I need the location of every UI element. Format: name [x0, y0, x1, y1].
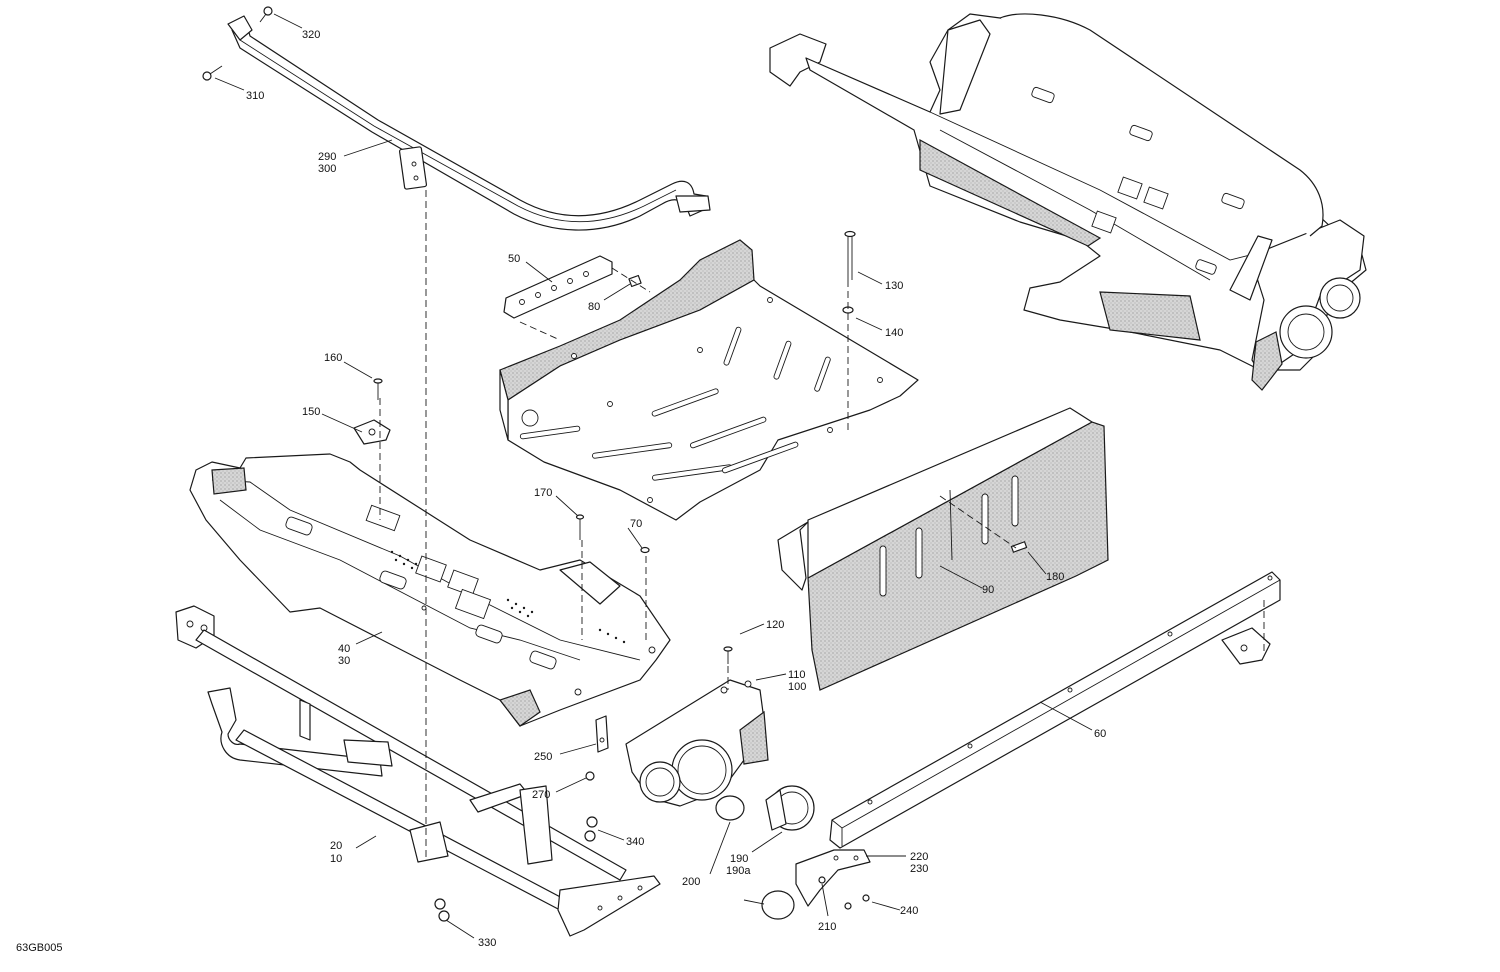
grab-bar-rail [227, 15, 711, 231]
lens-200 [715, 795, 745, 821]
screw-130 [844, 230, 856, 280]
screw-270 [585, 771, 595, 781]
callout-190: 190 [730, 853, 748, 865]
callout-160: 160 [324, 352, 342, 364]
screw-70 [640, 546, 650, 554]
fastener-80 [628, 274, 642, 288]
callout-110: 110 [788, 669, 806, 681]
callout-10: 10 [330, 853, 342, 865]
divider-panel [777, 407, 1109, 691]
lens-200-lower [761, 890, 795, 920]
bolt-330 [434, 898, 450, 922]
screw-120 [723, 646, 733, 664]
bracket-250 [595, 715, 609, 753]
bracket-150 [353, 419, 391, 445]
assembled-view [769, 13, 1367, 391]
callout-190a: 190a [726, 865, 751, 877]
callout-250: 250 [534, 751, 552, 763]
seat-base [189, 453, 671, 727]
callout-120: 120 [766, 619, 784, 631]
callout-220: 220 [910, 851, 928, 863]
callout-30: 30 [338, 655, 350, 667]
screw-170 [575, 514, 585, 540]
lower-frame [175, 605, 661, 937]
lamp-190 [765, 785, 815, 831]
screw-160 [373, 378, 383, 400]
callout-70: 70 [630, 518, 642, 530]
callout-240: 240 [900, 905, 918, 917]
callout-130: 130 [885, 280, 903, 292]
screw-240 [844, 894, 870, 910]
diagram-code: 63GB005 [16, 942, 62, 954]
assembly-lines [379, 190, 1265, 860]
callout-90: 90 [982, 584, 994, 596]
callout-230: 230 [910, 863, 928, 875]
callout-340: 340 [626, 836, 644, 848]
callout-140: 140 [885, 327, 903, 339]
callout-200: 200 [682, 876, 700, 888]
light-housing [625, 679, 769, 807]
callout-labels: 320 310 290 300 50 80 130 140 160 150 17… [16, 29, 1106, 954]
callout-80: 80 [588, 301, 600, 313]
cargo-tray [499, 239, 919, 521]
callout-20: 20 [330, 840, 342, 852]
callout-270: 270 [532, 789, 550, 801]
screw-310 [202, 65, 223, 81]
perforation-pattern [390, 550, 626, 644]
callout-210: 210 [818, 921, 836, 933]
screw-320 [259, 6, 273, 23]
callout-150: 150 [302, 406, 320, 418]
callout-290: 290 [318, 151, 336, 163]
callout-320: 320 [302, 29, 320, 41]
screw-210 [818, 876, 826, 884]
callout-50: 50 [508, 253, 520, 265]
callout-100: 100 [788, 681, 806, 693]
leader-lines [214, 13, 1093, 939]
callout-310: 310 [246, 90, 264, 102]
callout-180: 180 [1046, 571, 1064, 583]
bracket-50 [503, 255, 613, 319]
nut-340 [584, 816, 598, 842]
callout-60: 60 [1094, 728, 1106, 740]
callout-300: 300 [318, 163, 336, 175]
callout-170: 170 [534, 487, 552, 499]
callout-40: 40 [338, 643, 350, 655]
callout-330: 330 [478, 937, 496, 949]
bracket-220 [795, 849, 871, 907]
